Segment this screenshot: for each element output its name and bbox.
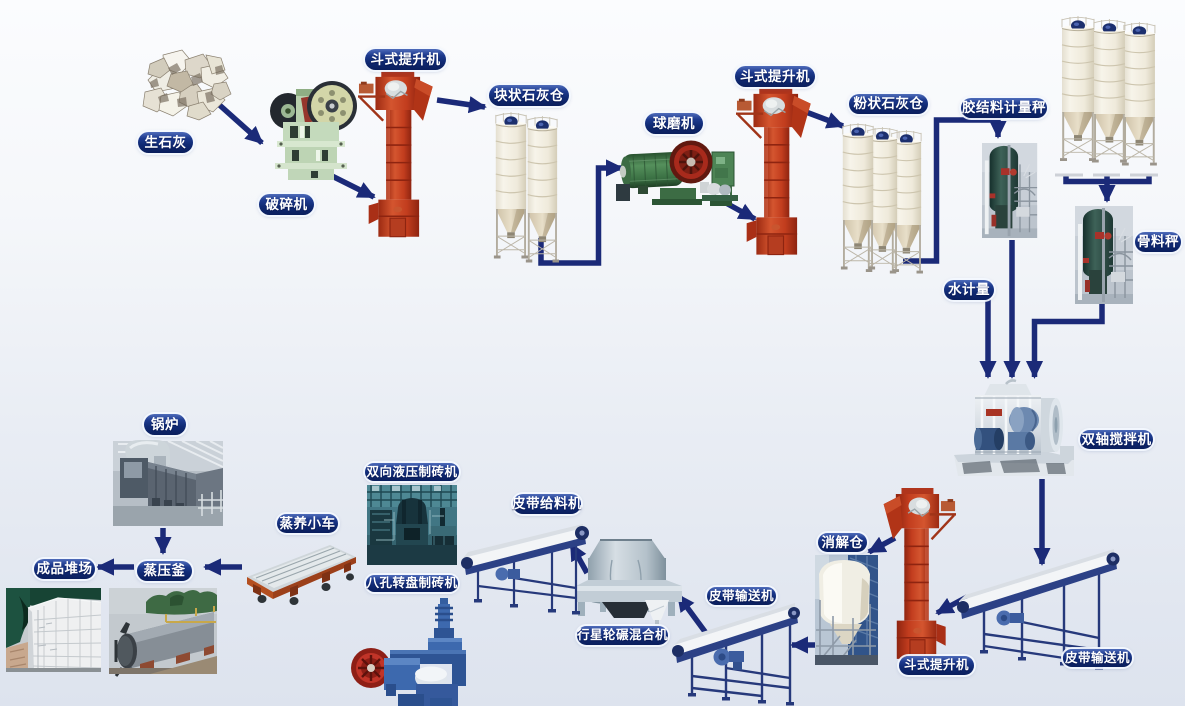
ball-mill-illustration bbox=[616, 140, 738, 206]
arrow-elevator2-powdersilo bbox=[805, 109, 845, 129]
bucket-elevator-3-illustration bbox=[882, 486, 958, 661]
twin-shaft-mixer-illustration bbox=[954, 379, 1074, 476]
label-boiler-text: 锅炉 bbox=[151, 416, 179, 432]
label-autoclave: 蒸压釜 bbox=[137, 561, 192, 581]
label-belt-conveyor-1: 皮带输送机 bbox=[1063, 649, 1132, 667]
aggregate-scale-photo bbox=[1074, 205, 1134, 305]
label-hydraulic-brick-machine-text: 双向液压制砖机 bbox=[366, 464, 458, 479]
steam-cart-illustration bbox=[247, 545, 356, 605]
arrow-conveyor2-planetary bbox=[675, 593, 709, 635]
label-crusher-text: 破碎机 bbox=[265, 196, 308, 212]
planetary-mixer-illustration bbox=[576, 539, 682, 626]
label-boiler: 锅炉 bbox=[144, 414, 186, 435]
binder-scale-photo bbox=[981, 142, 1038, 239]
label-product-yard-text: 成品堆场 bbox=[36, 561, 93, 577]
label-aggregate-scale: 骨料秤 bbox=[1135, 232, 1181, 252]
label-binder-scale-text: 胶结料计量秤 bbox=[962, 100, 1046, 116]
label-aggregate-scale-text: 骨料秤 bbox=[1137, 234, 1179, 250]
bucket-elevator-1-illustration bbox=[356, 69, 434, 238]
label-belt-feeder-text: 皮带给料机 bbox=[512, 496, 582, 512]
arrow-powdersilo-binderscale bbox=[903, 117, 1007, 264]
powder-lime-silos-illustration bbox=[839, 122, 924, 275]
bucket-elevator-2-illustration bbox=[734, 86, 812, 256]
label-digestion-silo: 消解仓 bbox=[818, 533, 867, 552]
label-planetary-mixer-text: 行星轮碾混合机 bbox=[577, 628, 669, 643]
belt-feeder-illustration bbox=[461, 524, 589, 615]
aggregate-silo-bases bbox=[1055, 173, 1158, 177]
label-belt-feeder: 皮带给料机 bbox=[512, 494, 582, 514]
label-hydraulic-brick-machine: 双向液压制砖机 bbox=[365, 463, 459, 481]
label-twin-shaft-mixer: 双轴搅拌机 bbox=[1080, 430, 1153, 449]
label-belt-conveyor-1-text: 皮带输送机 bbox=[1064, 650, 1130, 665]
label-powder-lime-silo-text: 粉状石灰仓 bbox=[853, 96, 924, 112]
label-bucket-elevator-2-text: 斗式提升机 bbox=[740, 68, 810, 84]
label-autoclave-text: 蒸压釜 bbox=[143, 563, 186, 579]
flow-arrows bbox=[96, 96, 1152, 654]
lump-lime-silos-illustration bbox=[492, 111, 560, 264]
jaw-crusher-illustration bbox=[270, 81, 357, 180]
label-planetary-mixer: 行星轮碾混合机 bbox=[577, 626, 668, 645]
arrow-elevator1-lumpsilo bbox=[436, 96, 487, 114]
label-belt-conveyor-2: 皮带输送机 bbox=[707, 587, 776, 605]
arrow-elevator3-digestion bbox=[867, 535, 897, 555]
label-rotary-brick-machine-text: 八孔转盘制砖机 bbox=[366, 576, 458, 591]
aggregate-silos-illustration bbox=[1059, 15, 1158, 167]
label-bucket-elevator-3-text: 斗式提升机 bbox=[903, 658, 969, 673]
label-belt-conveyor-2-text: 皮带输送机 bbox=[708, 588, 774, 603]
digestion-silo-photo bbox=[815, 555, 879, 665]
boiler-photo bbox=[113, 440, 224, 526]
label-product-yard: 成品堆场 bbox=[34, 559, 95, 579]
label-binder-scale: 胶结料计量秤 bbox=[961, 98, 1047, 118]
label-bucket-elevator-2: 斗式提升机 bbox=[735, 66, 815, 87]
product-yard-photo bbox=[6, 588, 102, 672]
autoclave-photo bbox=[109, 588, 217, 677]
arrow-aggscale-mixer bbox=[1025, 304, 1105, 379]
label-water-meter-text: 水计量 bbox=[948, 282, 990, 298]
belt-conveyor-1-illustration bbox=[957, 549, 1120, 670]
arrow-quicklime-crusher bbox=[213, 98, 264, 146]
label-lump-lime-silo: 块状石灰仓 bbox=[489, 85, 569, 106]
label-water-meter: 水计量 bbox=[944, 280, 994, 300]
label-twin-shaft-mixer-text: 双轴搅拌机 bbox=[1081, 431, 1152, 447]
belt-conveyor-2-illustration bbox=[672, 603, 800, 706]
label-steam-cart-text: 蒸养小车 bbox=[279, 515, 336, 531]
label-digestion-silo-text: 消解仓 bbox=[821, 534, 864, 550]
label-crusher: 破碎机 bbox=[259, 194, 314, 215]
label-lump-lime-silo-text: 块状石灰仓 bbox=[494, 87, 564, 103]
label-bucket-elevator-1-text: 斗式提升机 bbox=[370, 51, 441, 67]
arrow-lumpsilo-ballmill bbox=[538, 159, 624, 266]
label-bucket-elevator-1: 斗式提升机 bbox=[365, 49, 446, 70]
label-bucket-elevator-3: 斗式提升机 bbox=[899, 656, 974, 675]
label-quicklime: 生石灰 bbox=[138, 132, 193, 153]
rotary-brick-machine-illustration bbox=[351, 598, 466, 706]
quicklime-rocks-illustration bbox=[142, 49, 232, 121]
label-steam-cart: 蒸养小车 bbox=[277, 514, 338, 533]
label-quicklime-text: 生石灰 bbox=[144, 134, 187, 150]
hydraulic-brick-machine-photo bbox=[367, 485, 457, 565]
label-powder-lime-silo: 粉状石灰仓 bbox=[849, 94, 928, 114]
label-ball-mill-text: 球磨机 bbox=[653, 115, 695, 131]
label-ball-mill: 球磨机 bbox=[645, 113, 703, 134]
label-rotary-brick-machine: 八孔转盘制砖机 bbox=[366, 575, 458, 592]
arrow-planetary-feeder bbox=[568, 542, 590, 575]
